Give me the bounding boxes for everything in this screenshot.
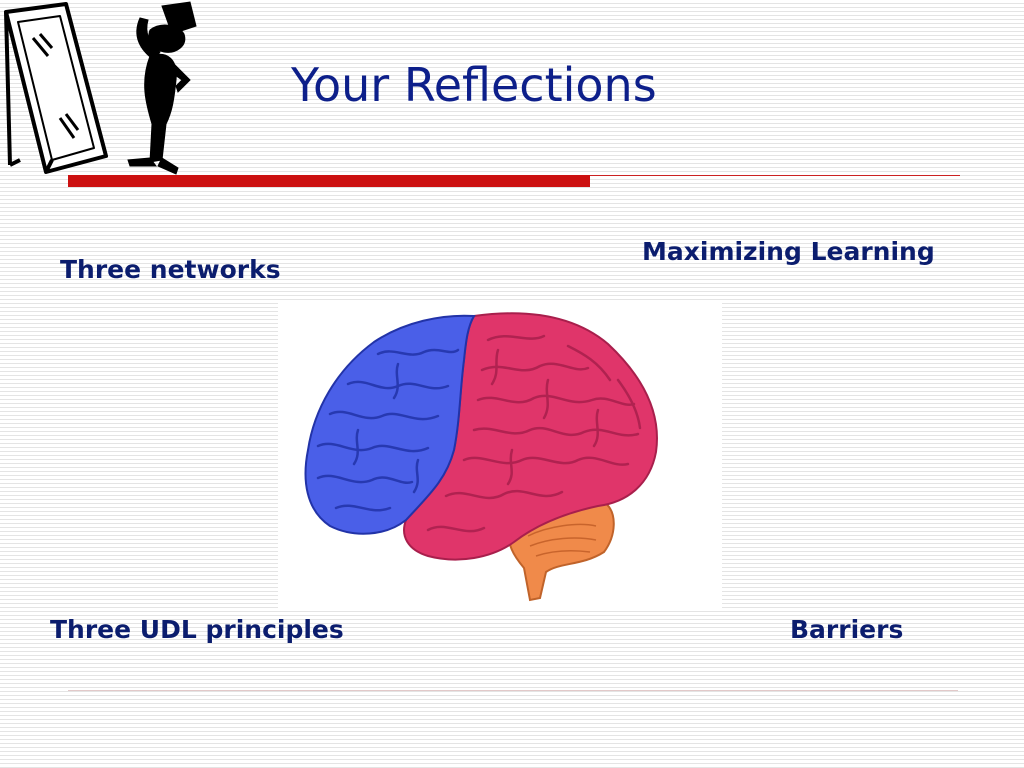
label-maximizing-learning: Maximizing Learning [642, 237, 935, 266]
footer-rule [68, 690, 958, 691]
title-underline-thick [68, 175, 590, 187]
brain-icon [304, 312, 658, 602]
mirror-figure-clipart [4, 1, 197, 175]
label-three-networks: Three networks [60, 255, 281, 284]
thinking-figure-icon [127, 1, 197, 175]
mirror-icon [4, 2, 108, 174]
label-barriers: Barriers [790, 615, 904, 644]
label-three-udl-principles: Three UDL principles [50, 615, 344, 644]
title-underline-thin [590, 175, 960, 176]
brain-image [278, 300, 722, 610]
slide-title: Your Reflections [291, 58, 657, 112]
